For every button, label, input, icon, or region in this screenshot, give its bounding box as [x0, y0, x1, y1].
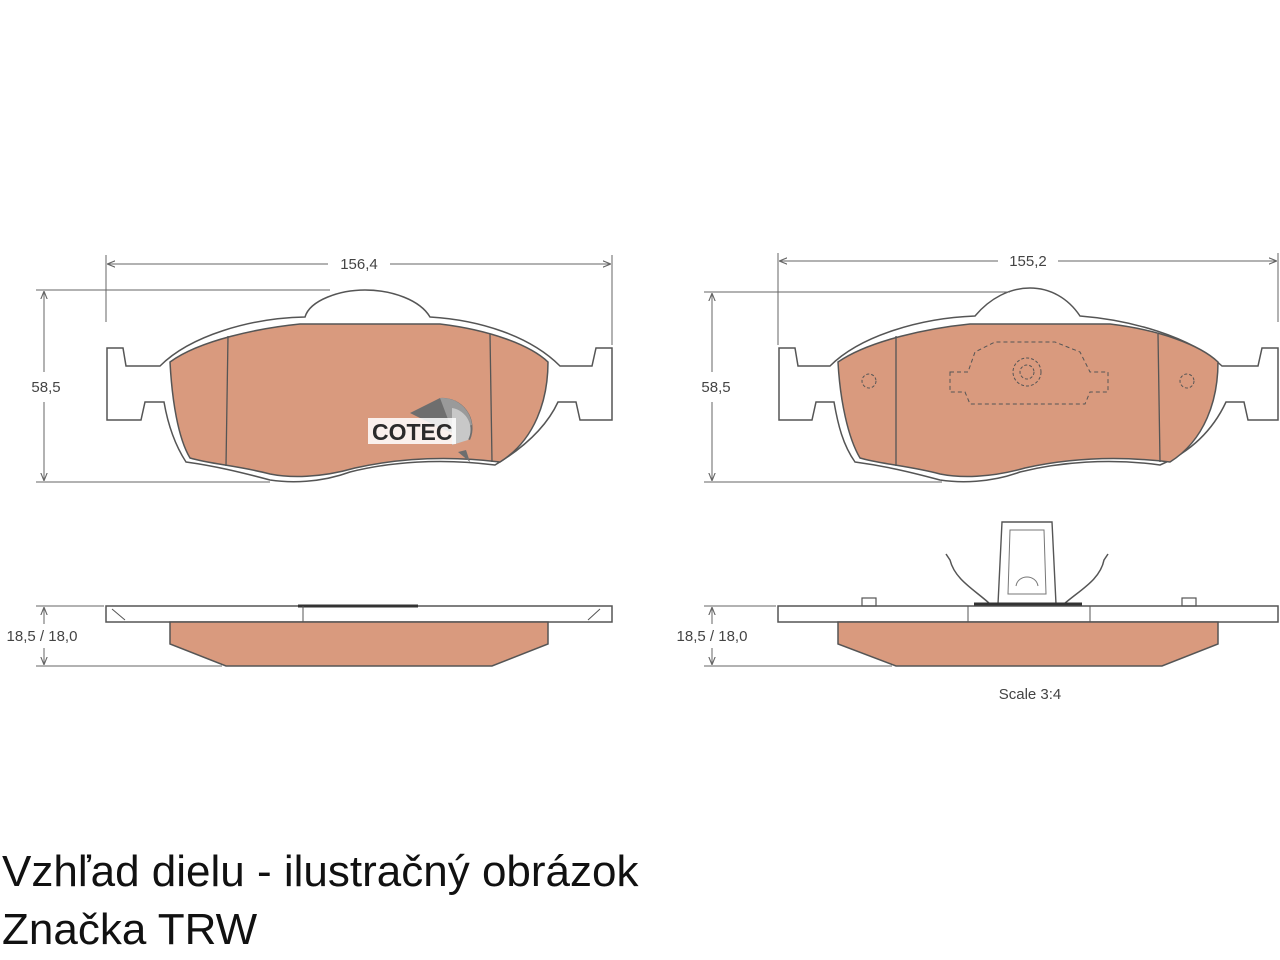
left-width-label: 156,4 [340, 256, 378, 273]
right-backing-plate [778, 287, 1279, 483]
left-width-dimension: 156,4 [105, 255, 613, 345]
right-friction-material [837, 323, 1219, 478]
left-pad-side-view [105, 604, 613, 667]
left-side-friction-material [169, 621, 549, 667]
right-width-dimension: 155,2 [777, 253, 1279, 345]
left-thickness-dimension: 18,5 / 18,0 [7, 605, 222, 667]
left-pad-front-view: COTEC [106, 289, 613, 483]
right-pad-front-view [778, 287, 1279, 483]
cotec-logo-text: COTEC [372, 419, 453, 445]
brake-pad-technical-drawing: COTEC 156,4 58,5 155,2 [7, 253, 1279, 703]
right-height-dimension: 58,5 [701, 291, 1010, 483]
caption-brand: Značka TRW [2, 905, 258, 954]
spring-clip [945, 521, 1109, 606]
right-thickness-label: 18,5 / 18,0 [677, 628, 748, 645]
left-height-dimension: 58,5 [31, 289, 330, 483]
right-pad-side-view [777, 521, 1279, 667]
left-height-label: 58,5 [31, 379, 60, 396]
left-thickness-label: 18,5 / 18,0 [7, 628, 78, 645]
left-backing-plate [106, 289, 613, 483]
right-height-label: 58,5 [701, 379, 730, 396]
caption-illustration-note: Vzhľad dielu - ilustračný obrázok [2, 847, 639, 896]
right-width-label: 155,2 [1009, 253, 1047, 270]
right-side-friction-material [837, 621, 1219, 667]
cotec-logo: COTEC [368, 397, 473, 462]
right-thickness-dimension: 18,5 / 18,0 [677, 605, 892, 667]
scale-label: Scale 3:4 [999, 686, 1062, 703]
